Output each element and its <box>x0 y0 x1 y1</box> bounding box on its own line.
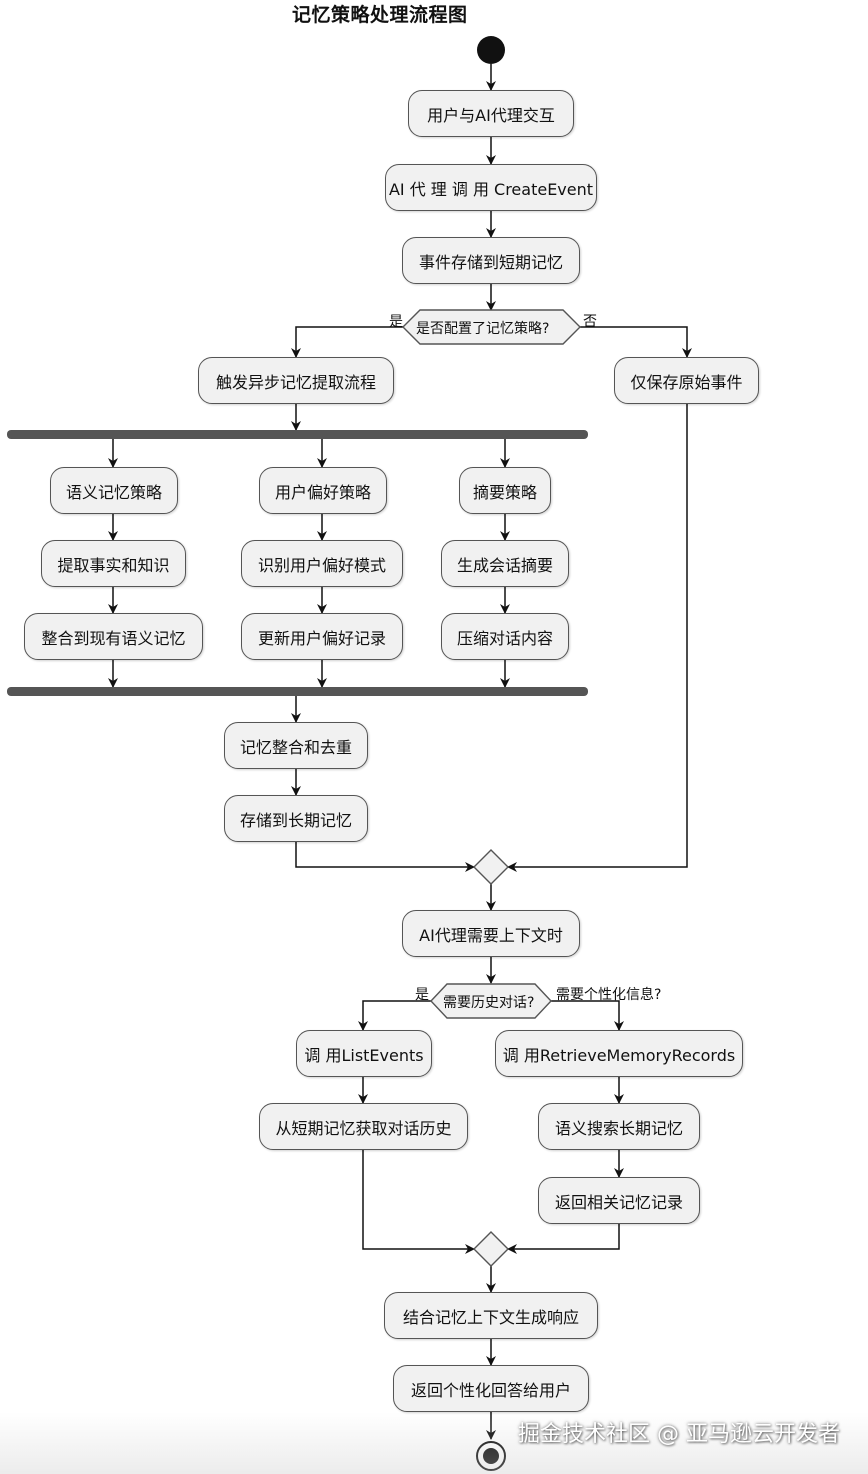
node-identify-pref: 识别用户偏好模式 <box>241 540 403 587</box>
edge-storelong-merge <box>295 842 475 872</box>
start-node <box>477 36 505 64</box>
merge-diamond-2 <box>473 1231 509 1267</box>
label-personalization: 需要个性化信息? <box>556 987 662 1003</box>
edge-yes-trigger <box>291 326 403 358</box>
node-update-pref: 更新用户偏好记录 <box>241 613 403 660</box>
label-yes-1: 是 <box>389 314 403 330</box>
edge-return-merge <box>507 1224 620 1254</box>
decision-strategy-configured-text: 是否配置了记忆策略? <box>416 321 550 337</box>
node-store-long: 存储到长期记忆 <box>224 795 368 842</box>
node-create-event: AI 代 理 调 用 CreateEvent <box>385 164 597 211</box>
node-compress: 压缩对话内容 <box>441 613 569 660</box>
node-user-interact: 用户与AI代理交互 <box>408 90 574 137</box>
node-return-records: 返回相关记忆记录 <box>538 1177 700 1224</box>
edge-history-merge <box>362 1150 475 1254</box>
watermark: 掘金技术社区 @ 亚马逊云开发者 <box>518 1422 840 1447</box>
node-semantic-search: 语义搜索长期记忆 <box>538 1103 700 1150</box>
edge-yes-listevents <box>358 1000 431 1031</box>
fork-bar <box>7 430 588 439</box>
edge-no-saveraw <box>580 326 692 358</box>
edge-saveraw-merge <box>507 404 688 872</box>
node-return-answer: 返回个性化回答给用户 <box>393 1365 589 1412</box>
label-no-1: 否 <box>583 314 597 330</box>
decision-need-history-text: 需要历史对话? <box>443 995 535 1011</box>
node-consolidate: 记忆整合和去重 <box>224 722 368 769</box>
decision-strategy-configured <box>402 309 581 345</box>
node-need-context: AI代理需要上下文时 <box>402 910 580 957</box>
label-yes-2: 是 <box>415 987 429 1003</box>
join-bar <box>7 687 588 696</box>
node-combine: 结合记忆上下文生成响应 <box>384 1292 598 1339</box>
node-pref-strategy: 用户偏好策略 <box>259 467 387 514</box>
node-list-events: 调 用ListEvents <box>296 1030 432 1077</box>
node-store-short: 事件存储到短期记忆 <box>402 237 580 284</box>
node-extract-facts: 提取事实和知识 <box>41 540 186 587</box>
node-save-raw: 仅保存原始事件 <box>614 357 759 404</box>
decision-need-history <box>430 983 552 1019</box>
node-trigger-extract: 触发异步记忆提取流程 <box>198 357 394 404</box>
node-summary-strategy: 摘要策略 <box>459 467 551 514</box>
node-get-history: 从短期记忆获取对话历史 <box>259 1103 468 1150</box>
merge-diamond-1 <box>473 849 509 885</box>
node-semantic-strategy: 语义记忆策略 <box>50 467 178 514</box>
diagram-title: 记忆策略处理流程图 <box>292 4 468 26</box>
edge-personal-retrieve <box>551 1000 624 1031</box>
node-gen-summary: 生成会话摘要 <box>441 540 569 587</box>
node-retrieve-records: 调 用RetrieveMemoryRecords <box>495 1030 743 1077</box>
node-merge-semantic: 整合到现有语义记忆 <box>24 613 203 660</box>
